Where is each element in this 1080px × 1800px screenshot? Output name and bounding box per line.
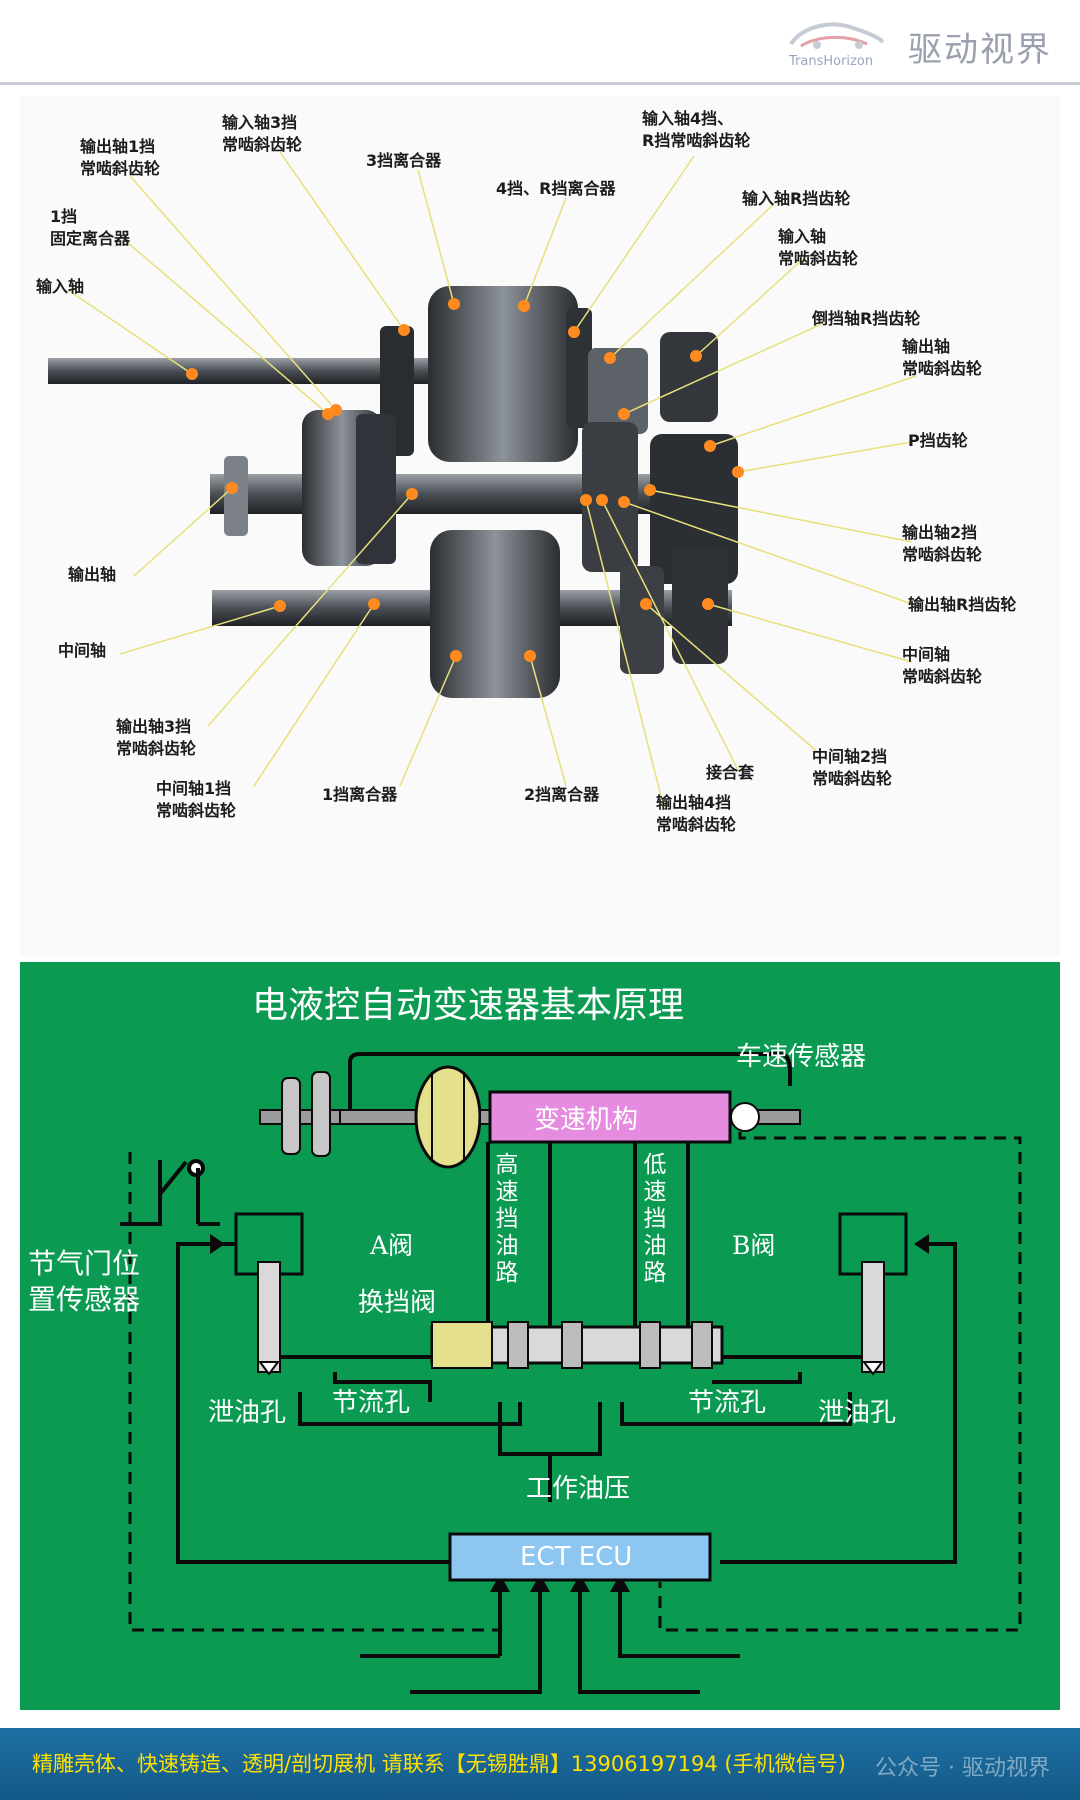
label-sleeve: 接合套 [706,763,755,782]
throttle-sensor-label-line1: 节气门位 [28,1247,141,1280]
drain-hole-right-label: 泄油孔 [818,1398,897,1428]
label-output-1st-gear: 输出轴1挡 常啮斜齿轮 [80,137,161,178]
label-countershaft: 中间轴 [58,641,107,660]
hydraulic-circuit-drawing [120,1052,1022,1694]
label-1st-fixed-clutch: 1挡 固定离合器 [50,207,131,248]
gearbox-drawing [20,96,1060,956]
label-output-mesh-gear: 输出轴 常啮斜齿轮 [902,337,983,378]
label-countershaft-1st-gear: 中间轴1挡 常啮斜齿轮 [156,779,237,820]
label-countershaft-2nd-gear: 中间轴2挡 常啮斜齿轮 [812,747,893,788]
high-gear-oil-path-label: 高速挡油路 [495,1152,519,1286]
shift-valve-label: 换挡阀 [358,1288,437,1318]
label-output-3rd-gear: 输出轴3挡 常啮斜齿轮 [116,717,197,758]
label-input-4th-r-gear: 输入轴4挡、 R挡常啮斜齿轮 [642,109,751,150]
ect-principle-diagram: 电液控自动变速器基本原理 车速传感器 变速机构 高速挡油路 低速挡油路 A阀 B… [20,962,1060,1710]
throttle-sensor-label-line2: 置传感器 [28,1283,141,1316]
orifice-left-label: 节流孔 [332,1388,411,1418]
label-4th-r-clutch: 4挡、R挡离合器 [496,179,616,198]
label-3rd-clutch: 3挡离合器 [366,151,442,170]
car-logo-icon [789,22,885,49]
label-output-r-gear: 输出轴R挡齿轮 [908,595,1017,614]
working-oil-pressure-label: 工作油压 [526,1474,631,1504]
ect-ecu-label: ECT ECU [520,1542,633,1572]
label-input-mesh-gear: 输入轴 常啮斜齿轮 [778,227,859,268]
contact-banner: 精雕壳体、快速铸造、透明/剖切展机 请联系【无锡胜鼎】13906197194 (… [0,1728,1080,1800]
header-divider [0,82,1080,85]
label-input-3rd-gear: 输入轴3挡 常啮斜齿轮 [222,113,303,154]
label-output-4th-gear: 输出轴4挡 常啮斜齿轮 [656,793,737,834]
label-reverse-r-gear: 倒挡轴R挡齿轮 [812,309,921,328]
brand-logo: 驱动视界 TransHorizon [787,18,1052,72]
watermark: 公众号 · 驱动视界 [875,1756,1050,1781]
label-p-gear: P挡齿轮 [908,431,968,450]
label-countershaft-mesh-gear: 中间轴 常啮斜齿轮 [902,645,983,686]
page-header: 驱动视界 TransHorizon [0,0,1080,85]
low-gear-oil-path-label: 低速挡油路 [643,1152,667,1286]
brand-name-en: TransHorizon [789,54,874,69]
valve-a-label: A阀 [370,1231,414,1260]
orifice-right-label: 节流孔 [688,1388,767,1418]
label-input-r-gear: 输入轴R挡齿轮 [742,189,851,208]
label-output-2nd-gear: 输出轴2挡 常啮斜齿轮 [902,523,983,564]
speed-sensor-label: 车速传感器 [736,1042,867,1072]
valve-b-label: B阀 [732,1231,776,1260]
brand-name-cn: 驱动视界 [908,30,1052,70]
drain-hole-left-label: 泄油孔 [208,1398,287,1428]
label-input-shaft: 输入轴 [36,277,85,296]
transmission-mechanism-label: 变速机构 [534,1105,639,1135]
label-2nd-clutch: 2挡离合器 [524,785,600,804]
label-output-shaft: 输出轴 [68,565,117,584]
label-1st-clutch: 1挡离合器 [322,785,398,804]
contact-text: 精雕壳体、快速铸造、透明/剖切展机 请联系【无锡胜鼎】13906197194 (… [32,1752,846,1776]
diagram-title: 电液控自动变速器基本原理 [252,985,685,1026]
gearbox-illustration: 输出轴1挡 常啮斜齿轮 输入轴3挡 常啮斜齿轮 3挡离合器 4挡、R挡离合器 输… [0,96,1080,956]
